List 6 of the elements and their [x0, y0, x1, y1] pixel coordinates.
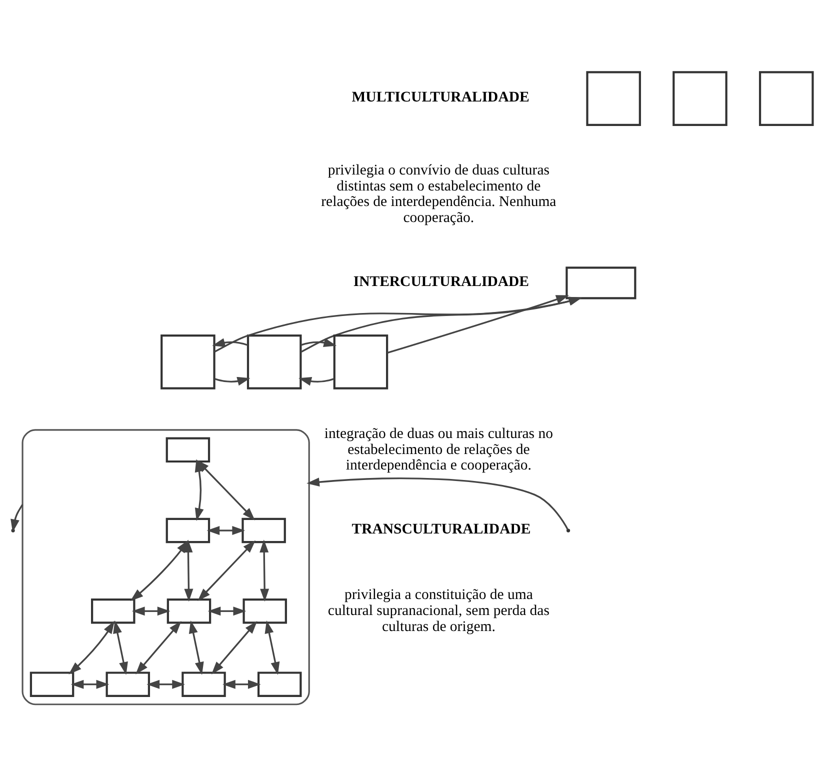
- label: TRANSCULTURALIDADE: [352, 520, 531, 537]
- label: integração de duas ou mais culturas no estabelecimento de relações de interdependência e cooperação.: [324, 426, 553, 474]
- label: MULTICULTURALIDADE: [352, 88, 530, 105]
- label: INTERCULTURALIDADE: [353, 273, 530, 290]
- label: privilegia o convívio de duas culturas distintas sem o estabelecimento de relações de interdependência. Nenhuma cooperação.: [321, 162, 556, 226]
- label: privilegia a constituição de uma cultural supranacional, sem perda das culturas de origem.: [328, 586, 550, 634]
